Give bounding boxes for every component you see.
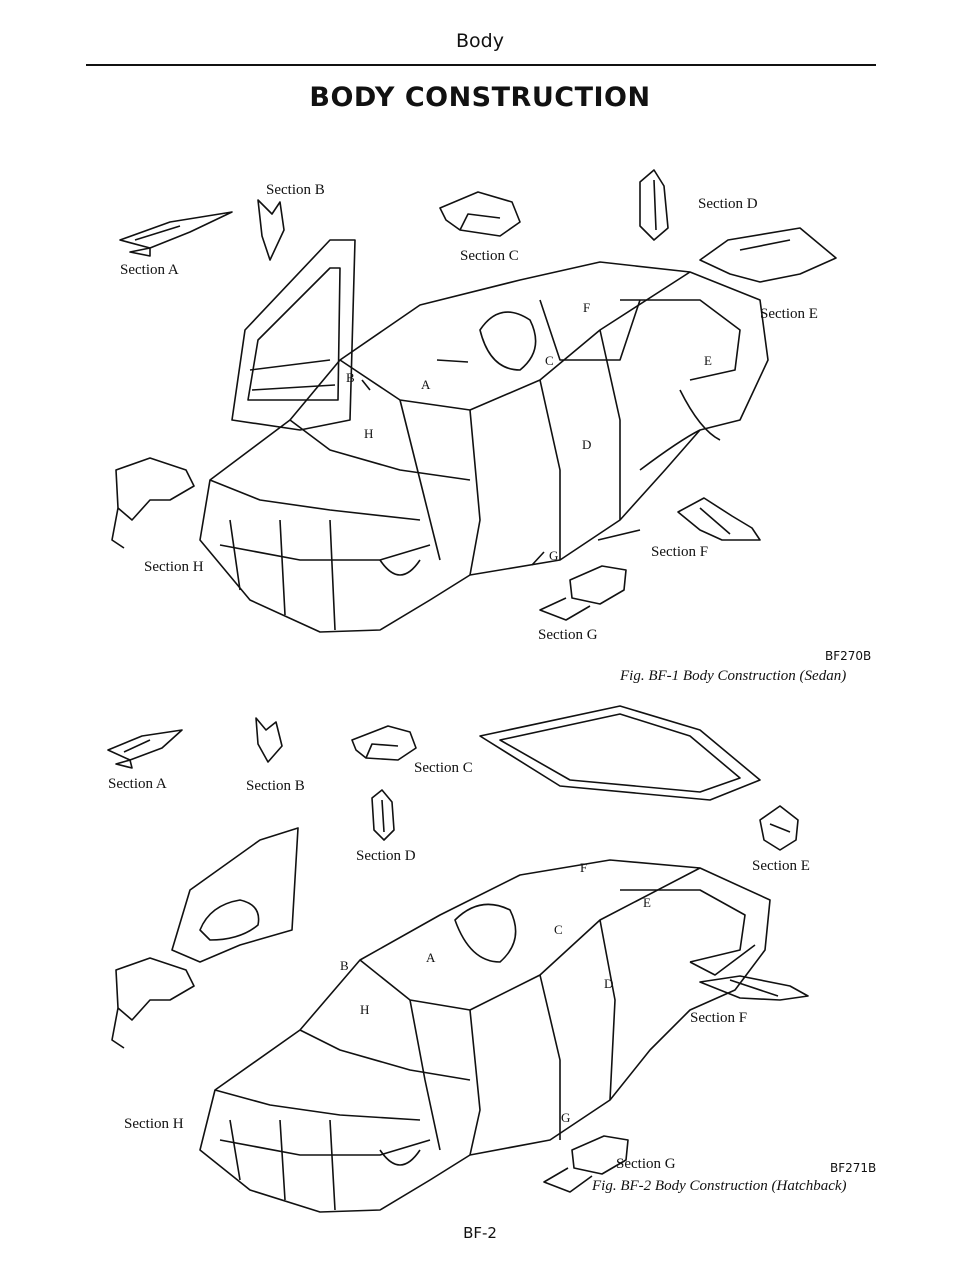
callout-g-2: G (561, 1110, 571, 1125)
callout-c: C (545, 353, 554, 368)
callout-b-2: B (340, 958, 349, 973)
section-a-glyph (119, 211, 233, 257)
sedan-door (231, 239, 356, 431)
section-c-glyph-2 (351, 725, 417, 761)
sedan-body-illustration (111, 169, 837, 633)
page-title: BODY CONSTRUCTION (309, 82, 651, 113)
callout-f-2: F (580, 860, 588, 875)
callout-h-2: H (360, 1002, 370, 1017)
callout-d-2: D (604, 976, 614, 991)
section-g-glyph-2 (543, 1135, 629, 1193)
figure-sedan: B A C F E D G H Section B Section A Sect… (111, 169, 872, 684)
running-head: Body (456, 30, 504, 52)
label-section-b-2: Section B (246, 778, 305, 794)
figure-caption-2: Fig. BF-2 Body Construction (Hatchback) (592, 1178, 847, 1194)
label-section-f: Section F (651, 544, 709, 560)
figure-caption: Fig. BF-1 Body Construction (Sedan) (620, 668, 847, 684)
callout-g: G (549, 548, 559, 563)
callout-c-2: C (554, 922, 563, 937)
label-section-d: Section D (698, 196, 758, 212)
figure-code: BF270B (825, 649, 872, 663)
section-e-glyph-2 (759, 805, 799, 851)
label-section-d-2: Section D (356, 848, 416, 864)
label-section-c-2: Section C (414, 760, 473, 776)
section-g-glyph (539, 565, 627, 621)
figure-code-2: BF271B (830, 1161, 877, 1175)
header-rule (86, 64, 876, 66)
section-d-glyph-2 (371, 789, 395, 841)
section-f-glyph (677, 497, 761, 541)
label-section-f-2: Section F (690, 1010, 748, 1026)
callout-a: A (421, 377, 431, 392)
section-h-glyph-2 (111, 957, 195, 1049)
callout-f: F (583, 300, 591, 315)
section-a-glyph-2 (107, 729, 183, 769)
hatchback-door (171, 827, 299, 963)
section-f-glyph-2 (699, 975, 809, 1001)
label-section-e: Section E (760, 306, 818, 322)
section-d-glyph (639, 169, 669, 241)
callout-e-2: E (643, 895, 651, 910)
callout-h: H (364, 426, 374, 441)
label-section-g: Section G (538, 627, 598, 643)
label-section-a-2: Section A (108, 776, 167, 792)
label-section-g-2: Section G (616, 1156, 676, 1172)
hatchback-body-illustration (107, 705, 809, 1213)
callout-e: E (704, 353, 712, 368)
callout-d: D (582, 437, 592, 452)
label-section-a: Section A (120, 262, 179, 278)
label-section-h: Section H (144, 559, 204, 575)
figure-hatchback: B A C F E D G H Section A Section B Sect… (0, 700, 960, 1220)
label-section-b: Section B (266, 182, 325, 198)
roof-panel (479, 705, 761, 801)
label-section-c: Section C (460, 248, 519, 264)
section-e-glyph (699, 227, 837, 283)
label-section-h-2: Section H (124, 1116, 184, 1132)
section-c-glyph (439, 191, 521, 237)
section-h-glyph (111, 457, 195, 549)
label-section-e-2: Section E (752, 858, 810, 874)
page-number: BF-2 (463, 1224, 497, 1242)
section-b-glyph-2 (255, 717, 283, 763)
callout-a-2: A (426, 950, 436, 965)
section-b-glyph (257, 199, 285, 261)
callout-b: B (346, 370, 355, 385)
